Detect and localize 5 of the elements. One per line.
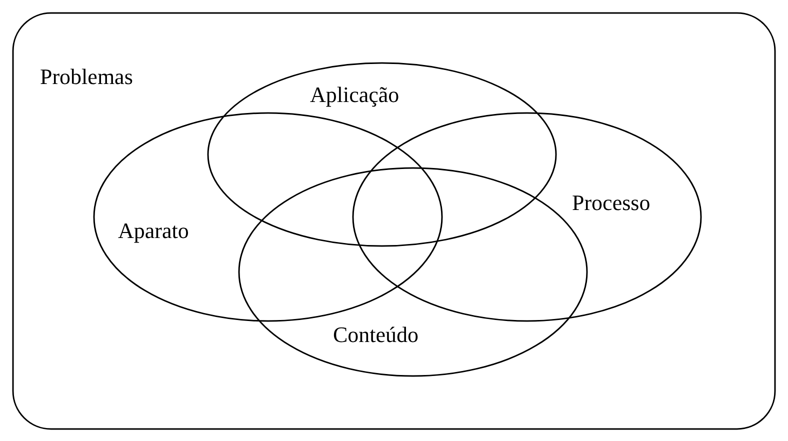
set-label: Conteúdo: [333, 324, 419, 346]
set-label: Aparato: [118, 220, 189, 242]
set-label: Aplicação: [310, 84, 400, 106]
set-label: Processo: [572, 192, 650, 214]
panel-title: Problemas: [40, 66, 133, 88]
